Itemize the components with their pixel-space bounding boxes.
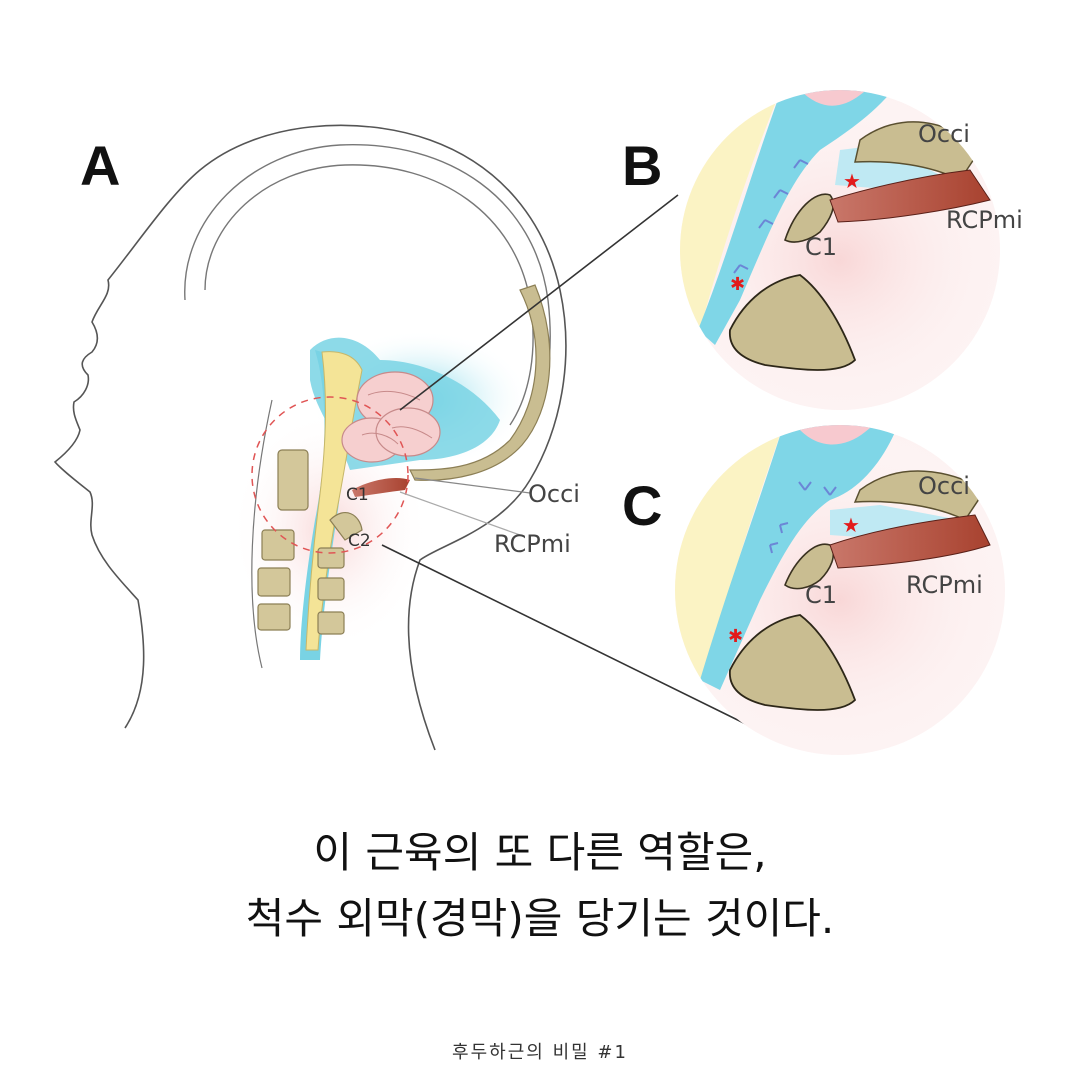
caption: 이 근육의 또 다른 역할은, 척수 외막(경막)을 당기는 것이다. [0,820,1080,952]
label-a-c2: C2 [348,531,371,551]
panel-b: ★ ✱ B Occi RCPmi C1 [622,90,1023,410]
panel-c: ★ ✱ C Occi RCPmi C1 [622,425,1005,755]
label-a-occi: Occi [528,480,580,508]
label-b-occi: Occi [918,120,970,148]
panel-c-letter: C [622,474,662,537]
svg-text:★: ★ [843,169,861,193]
label-b-c1: C1 [805,233,837,261]
caption-line-1: 이 근육의 또 다른 역할은, [313,828,767,877]
panel-a: A Occi RCPmi C1 C2 [53,124,759,751]
svg-text:✱: ✱ [728,626,743,647]
anatomy-diagram: A Occi RCPmi C1 C2 [53,90,1023,755]
svg-text:✱: ✱ [730,274,745,295]
vertebrae [257,449,363,635]
label-a-rcpmi: RCPmi [494,530,571,558]
cerebellum [341,371,441,463]
panel-a-letter: A [80,134,120,197]
panel-b-letter: B [622,134,662,197]
label-a-c1: C1 [346,485,369,505]
svg-text:★: ★ [842,513,860,537]
label-c-occi: Occi [918,472,970,500]
head-outline [53,124,567,751]
footer-series-title: 후두하근의 비밀 #1 [452,1042,628,1063]
label-c-c1: C1 [805,581,837,609]
caption-line-2: 척수 외막(경막)을 당기는 것이다. [245,894,835,943]
label-c-rcpmi: RCPmi [906,571,983,599]
label-b-rcpmi: RCPmi [946,206,1023,234]
